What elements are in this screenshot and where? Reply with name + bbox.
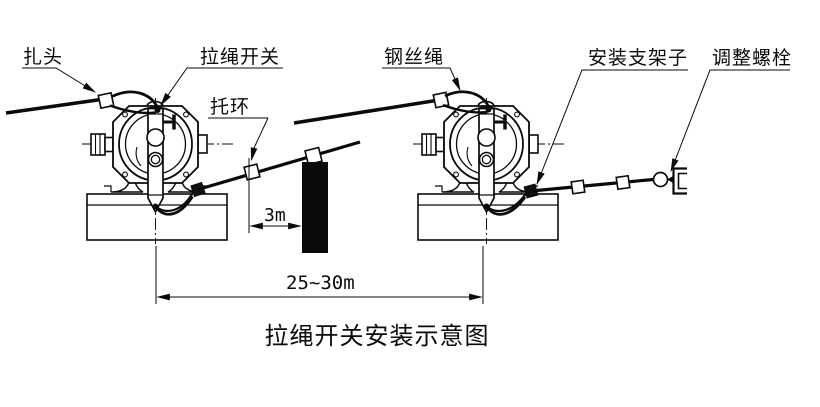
rope-tie-point	[485, 106, 492, 113]
wire-rope-to-post	[197, 140, 361, 192]
leader-mounting-bracket	[536, 69, 688, 186]
rope-clamp	[615, 174, 631, 191]
anchor-bracket-outer	[672, 167, 687, 195]
callout-adjusting-bolt: 调整螺栓	[712, 47, 792, 69]
callout-support-ring: 托环	[210, 96, 250, 118]
adjusting-bolt-eye	[652, 171, 669, 188]
rope-clamp	[97, 91, 115, 110]
leader-adjusting-bolt	[670, 69, 790, 173]
wire-rope-middle	[293, 98, 437, 125]
rope-loop-bottom	[442, 103, 488, 114]
dim-3m-label: 3m	[264, 205, 286, 226]
rope-loop-bottom	[109, 104, 157, 115]
rope-loop-top	[111, 90, 160, 110]
leader-pull-rope-switch	[160, 67, 283, 106]
bolt-cone	[667, 175, 674, 184]
callout-pull-rope-switch: 拉绳开关	[200, 46, 280, 68]
callout-clamp-head: 扎头	[23, 46, 63, 68]
rope-loop-top	[444, 90, 491, 110]
rope-sag-loop	[485, 191, 528, 213]
rope-sag-loop	[154, 189, 195, 212]
leader-support-ring-arrow	[250, 117, 269, 162]
leader-clamp-head	[22, 67, 96, 93]
callout-mounting-bracket: 安装支架子	[588, 47, 688, 69]
rope-clamp	[570, 179, 586, 195]
anchor-bracket-inner	[677, 172, 687, 190]
rope-clamp	[432, 91, 450, 109]
wire-rope-to-anchor	[530, 177, 654, 193]
leader-steel-wire-rope	[382, 67, 461, 92]
pull-rope-switch-left	[80, 96, 235, 246]
diagram-title: 拉绳开关安装示意图	[265, 322, 490, 350]
post-ring-square	[304, 146, 323, 166]
support-post	[302, 162, 328, 253]
callout-steel-wire-rope: 钢丝绳	[384, 46, 444, 68]
wire-rope-left	[5, 97, 102, 115]
pull-rope-switch-right	[411, 96, 566, 246]
support-ring-square	[243, 163, 261, 181]
dim-span-label: 25~30m	[286, 272, 355, 294]
rope-tie-point	[154, 107, 161, 113]
